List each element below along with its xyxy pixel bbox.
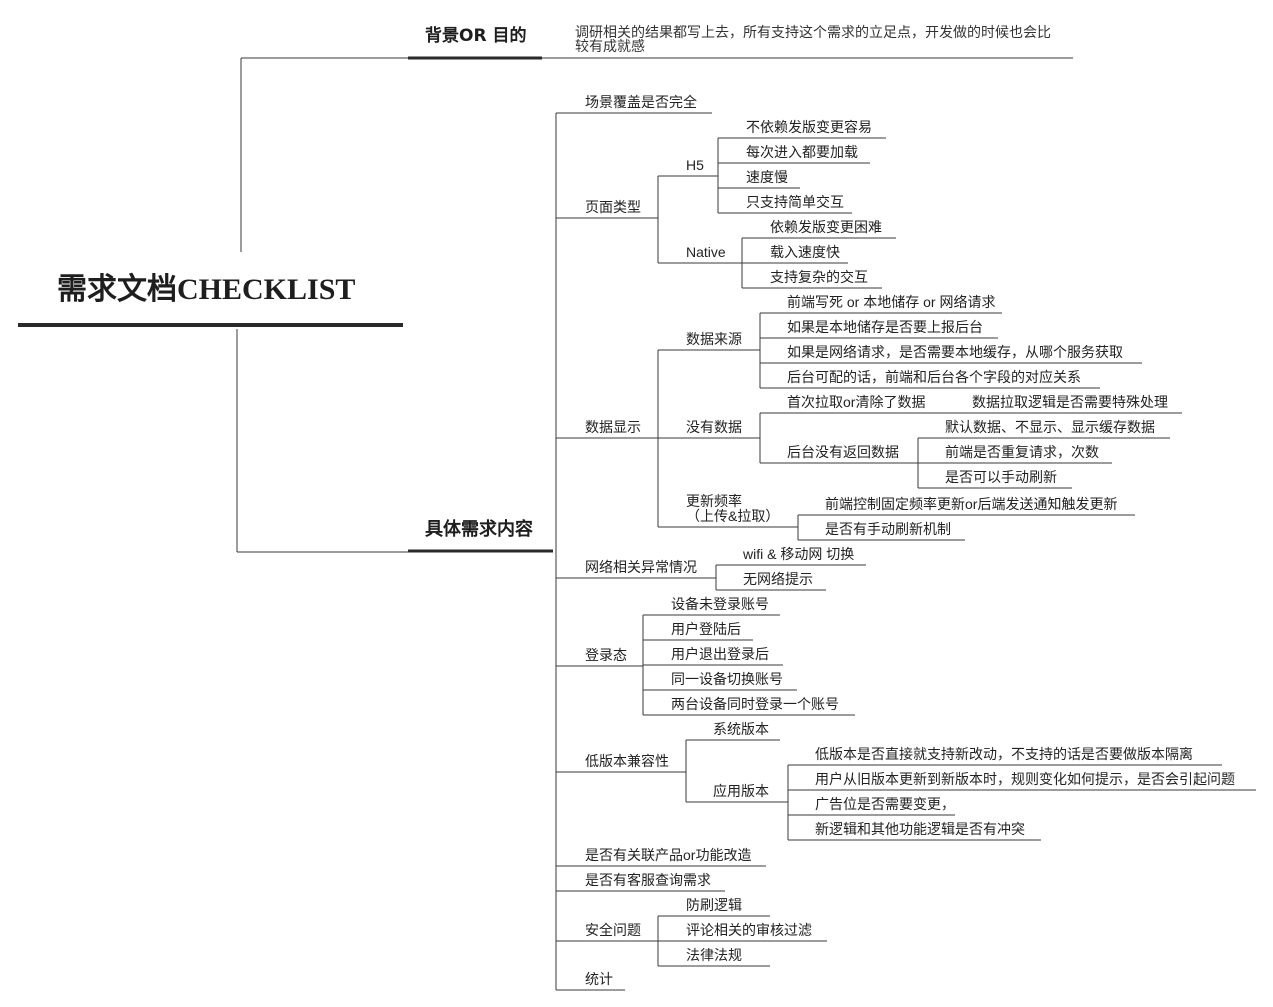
topic-page-type: 页面类型 — [585, 199, 641, 215]
no-data-backend-empty: 后台没有返回数据 — [787, 444, 899, 460]
login-not-logged-in: 设备未登录账号 — [671, 596, 769, 612]
login-switch-account: 同一设备切换账号 — [671, 671, 783, 687]
update-frequency-control: 前端控制固定频率更新or后端发送通知触发更新 — [825, 496, 1118, 512]
network-offline-hint: 无网络提示 — [743, 571, 813, 587]
native-release-dependent: 依赖发版变更困难 — [770, 219, 882, 235]
no-data-first-fetch: 首次拉取or清除了数据 — [787, 394, 926, 410]
compat-system-version: 系统版本 — [713, 721, 769, 737]
topic-scenario-coverage: 场景覆盖是否完全 — [585, 94, 697, 110]
compat-app-version: 应用版本 — [713, 783, 769, 799]
login-two-devices: 两台设备同时登录一个账号 — [671, 696, 839, 712]
data-source-backend-mapping: 后台可配的话，前端和后台各个字段的对应关系 — [787, 369, 1081, 385]
no-data-manual-refresh: 是否可以手动刷新 — [945, 469, 1057, 485]
topic-version-compat: 低版本兼容性 — [585, 753, 669, 769]
data-source-local-report: 如果是本地储存是否要上报后台 — [787, 319, 983, 335]
login-after-logout: 用户退出登录后 — [671, 646, 769, 662]
topic-login-state: 登录态 — [585, 647, 627, 663]
network-wifi-mobile-switch: wifi & 移动网 切换 — [743, 546, 855, 562]
topic-security: 安全问题 — [585, 922, 641, 938]
topic-customer-service-query: 是否有客服查询需求 — [585, 872, 711, 888]
compat-logic-conflict: 新逻辑和其他功能逻辑是否有冲突 — [815, 821, 1025, 837]
security-legal: 法律法规 — [686, 947, 742, 963]
h5-loads-every-time: 每次进入都要加载 — [746, 144, 858, 160]
root-title: 需求文档CHECKLIST — [57, 273, 356, 306]
native-complex-interaction: 支持复杂的交互 — [770, 269, 868, 285]
compat-upgrade-prompt: 用户从旧版本更新到新版本时，规则变化如何提示，是否会引起问题 — [815, 771, 1235, 787]
update-frequency-manual-refresh: 是否有手动刷新机制 — [825, 521, 951, 537]
no-data-default-display: 默认数据、不显示、显示缓存数据 — [945, 419, 1155, 435]
no-data-fetch-logic: 数据拉取逻辑是否需要特殊处理 — [972, 394, 1168, 410]
login-after-login: 用户登陆后 — [671, 621, 741, 637]
topic-statistics: 统计 — [585, 971, 613, 987]
subtopic-update-frequency: 更新频率 （上传&拉取） — [686, 493, 780, 524]
data-source-options: 前端写死 or 本地储存 or 网络请求 — [787, 294, 996, 310]
topic-network-errors: 网络相关异常情况 — [585, 559, 697, 575]
subtopic-native: Native — [686, 244, 726, 260]
native-fast-load: 载入速度快 — [770, 244, 840, 260]
subtopic-h5: H5 — [686, 157, 704, 173]
topic-related-products: 是否有关联产品or功能改造 — [585, 847, 752, 863]
compat-isolation: 低版本是否直接就支持新改动，不支持的话是否要做版本隔离 — [815, 746, 1193, 762]
h5-easy-change: 不依赖发版变更容易 — [746, 119, 872, 135]
branch-requirements-label: 具体需求内容 — [425, 519, 533, 540]
data-source-network-cache: 如果是网络请求，是否需要本地缓存，从哪个服务获取 — [787, 344, 1123, 360]
h5-simple-interaction: 只支持简单交互 — [746, 194, 844, 210]
subtopic-data-source: 数据来源 — [686, 331, 742, 347]
compat-ad-slot: 广告位是否需要变更， — [815, 796, 955, 812]
h5-slow: 速度慢 — [746, 169, 788, 185]
security-comment-review: 评论相关的审核过滤 — [686, 922, 812, 938]
topic-data-display: 数据显示 — [585, 419, 641, 435]
branch-background-label: 背景OR 目的 — [425, 26, 527, 46]
no-data-retry-count: 前端是否重复请求，次数 — [945, 444, 1099, 460]
subtopic-no-data: 没有数据 — [686, 419, 742, 435]
background-note: 调研相关的结果都写上去，所有支持这个需求的立足点，开发做的时候也会比较有成就感 — [575, 24, 1051, 54]
security-anti-abuse: 防刷逻辑 — [686, 897, 742, 913]
